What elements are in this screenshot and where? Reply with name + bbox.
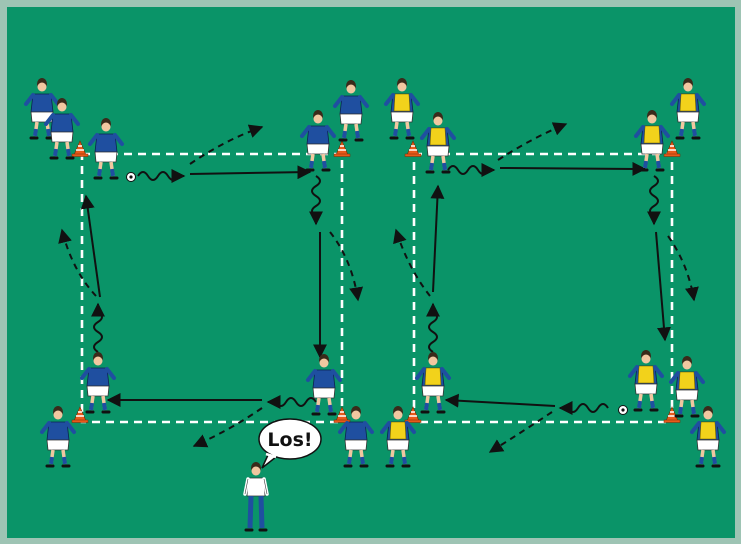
coach-shout-text: Los!	[267, 429, 312, 451]
ball-icon	[127, 173, 136, 182]
pitch	[7, 7, 735, 538]
ball-icon	[619, 406, 628, 415]
pass-arrow	[500, 168, 645, 169]
